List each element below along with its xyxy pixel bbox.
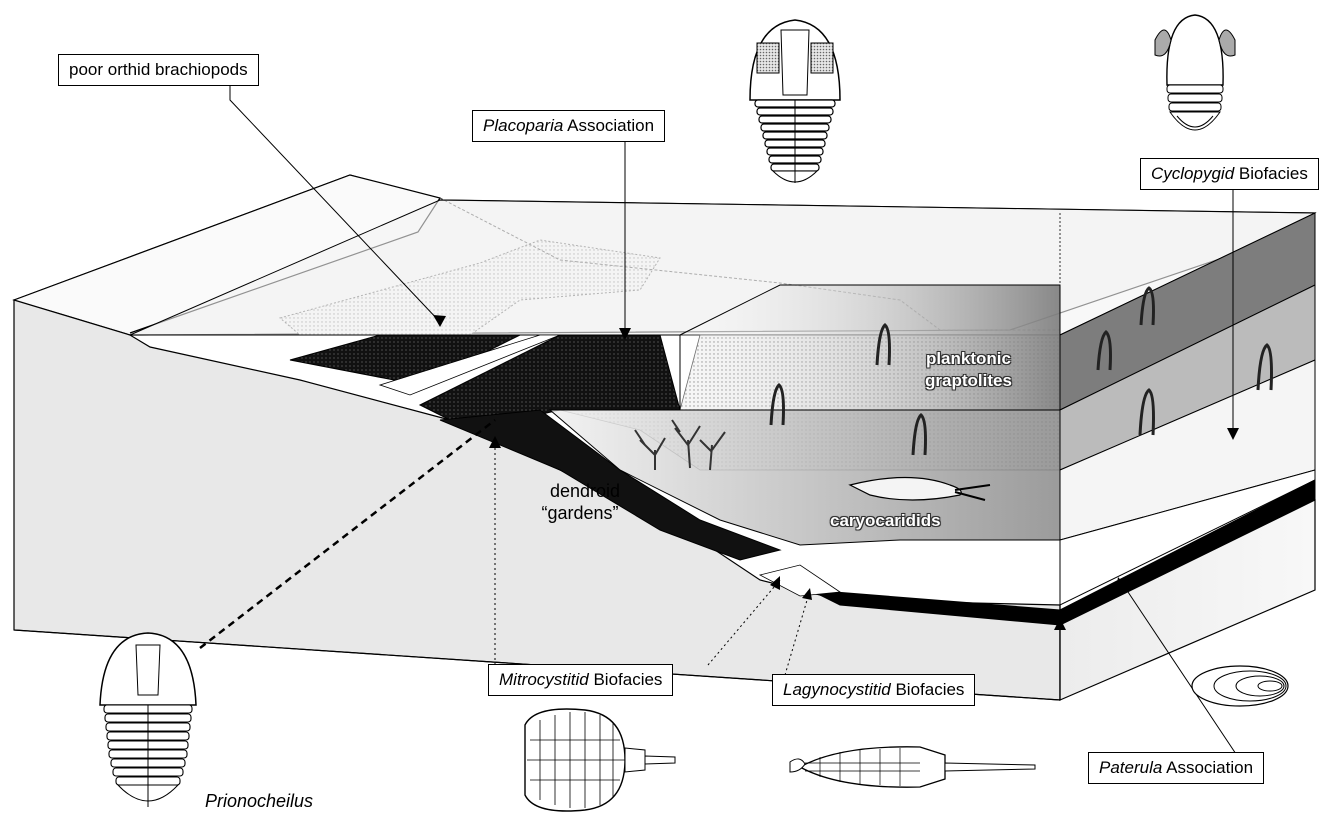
lagynocystitid-icon bbox=[790, 747, 1035, 787]
label-rest: Biofacies bbox=[1234, 164, 1308, 183]
label-rest: Biofacies bbox=[891, 680, 965, 699]
label-cyclopygid-biofacies: Cyclopygid Biofacies bbox=[1140, 158, 1319, 190]
annotation-prionocheilus-text: Prionocheilus bbox=[205, 791, 313, 811]
annotation-dendroid: dendroid “gardens” bbox=[550, 480, 620, 524]
label-rest: Biofacies bbox=[589, 670, 663, 689]
label-mitrocystitid-biofacies: Mitrocystitid Biofacies bbox=[488, 664, 673, 696]
paterula-shell-icon bbox=[1192, 666, 1288, 706]
label-poor-orthid-brachiopods: poor orthid brachiopods bbox=[58, 54, 259, 86]
annotation-planktonic: planktonic graptolites bbox=[925, 348, 1012, 392]
annotation-dendroid-line1: dendroid bbox=[550, 480, 620, 502]
label-italic: Placoparia bbox=[483, 116, 563, 135]
annotation-planktonic-line1: planktonic bbox=[925, 348, 1012, 370]
mitrocystitid-icon bbox=[525, 709, 675, 811]
annotation-caryocaridids: caryocaridids bbox=[830, 510, 941, 532]
trilobite-icon bbox=[750, 20, 840, 183]
cyclopygid-trilobite-icon bbox=[1155, 15, 1235, 130]
annotation-caryocaridids-text: caryocaridids bbox=[830, 511, 941, 530]
label-italic: Cyclopygid bbox=[1151, 164, 1234, 183]
label-italic: Paterula bbox=[1099, 758, 1162, 777]
annotation-dendroid-line2: “gardens” bbox=[540, 502, 620, 524]
label-paterula-association: Paterula Association bbox=[1088, 752, 1264, 784]
label-placoparia-association: Placoparia Association bbox=[472, 110, 665, 142]
label-rest: Association bbox=[563, 116, 654, 135]
prionocheilus-trilobite-icon bbox=[100, 633, 196, 807]
annotation-planktonic-line2: graptolites bbox=[925, 370, 1012, 392]
label-rest: Association bbox=[1162, 758, 1253, 777]
label-italic: Lagynocystitid bbox=[783, 680, 891, 699]
label-italic: Mitrocystitid bbox=[499, 670, 589, 689]
label-lagynocystitid-biofacies: Lagynocystitid Biofacies bbox=[772, 674, 975, 706]
annotation-prionocheilus: Prionocheilus bbox=[205, 790, 313, 812]
label-text: poor orthid brachiopods bbox=[69, 60, 248, 79]
